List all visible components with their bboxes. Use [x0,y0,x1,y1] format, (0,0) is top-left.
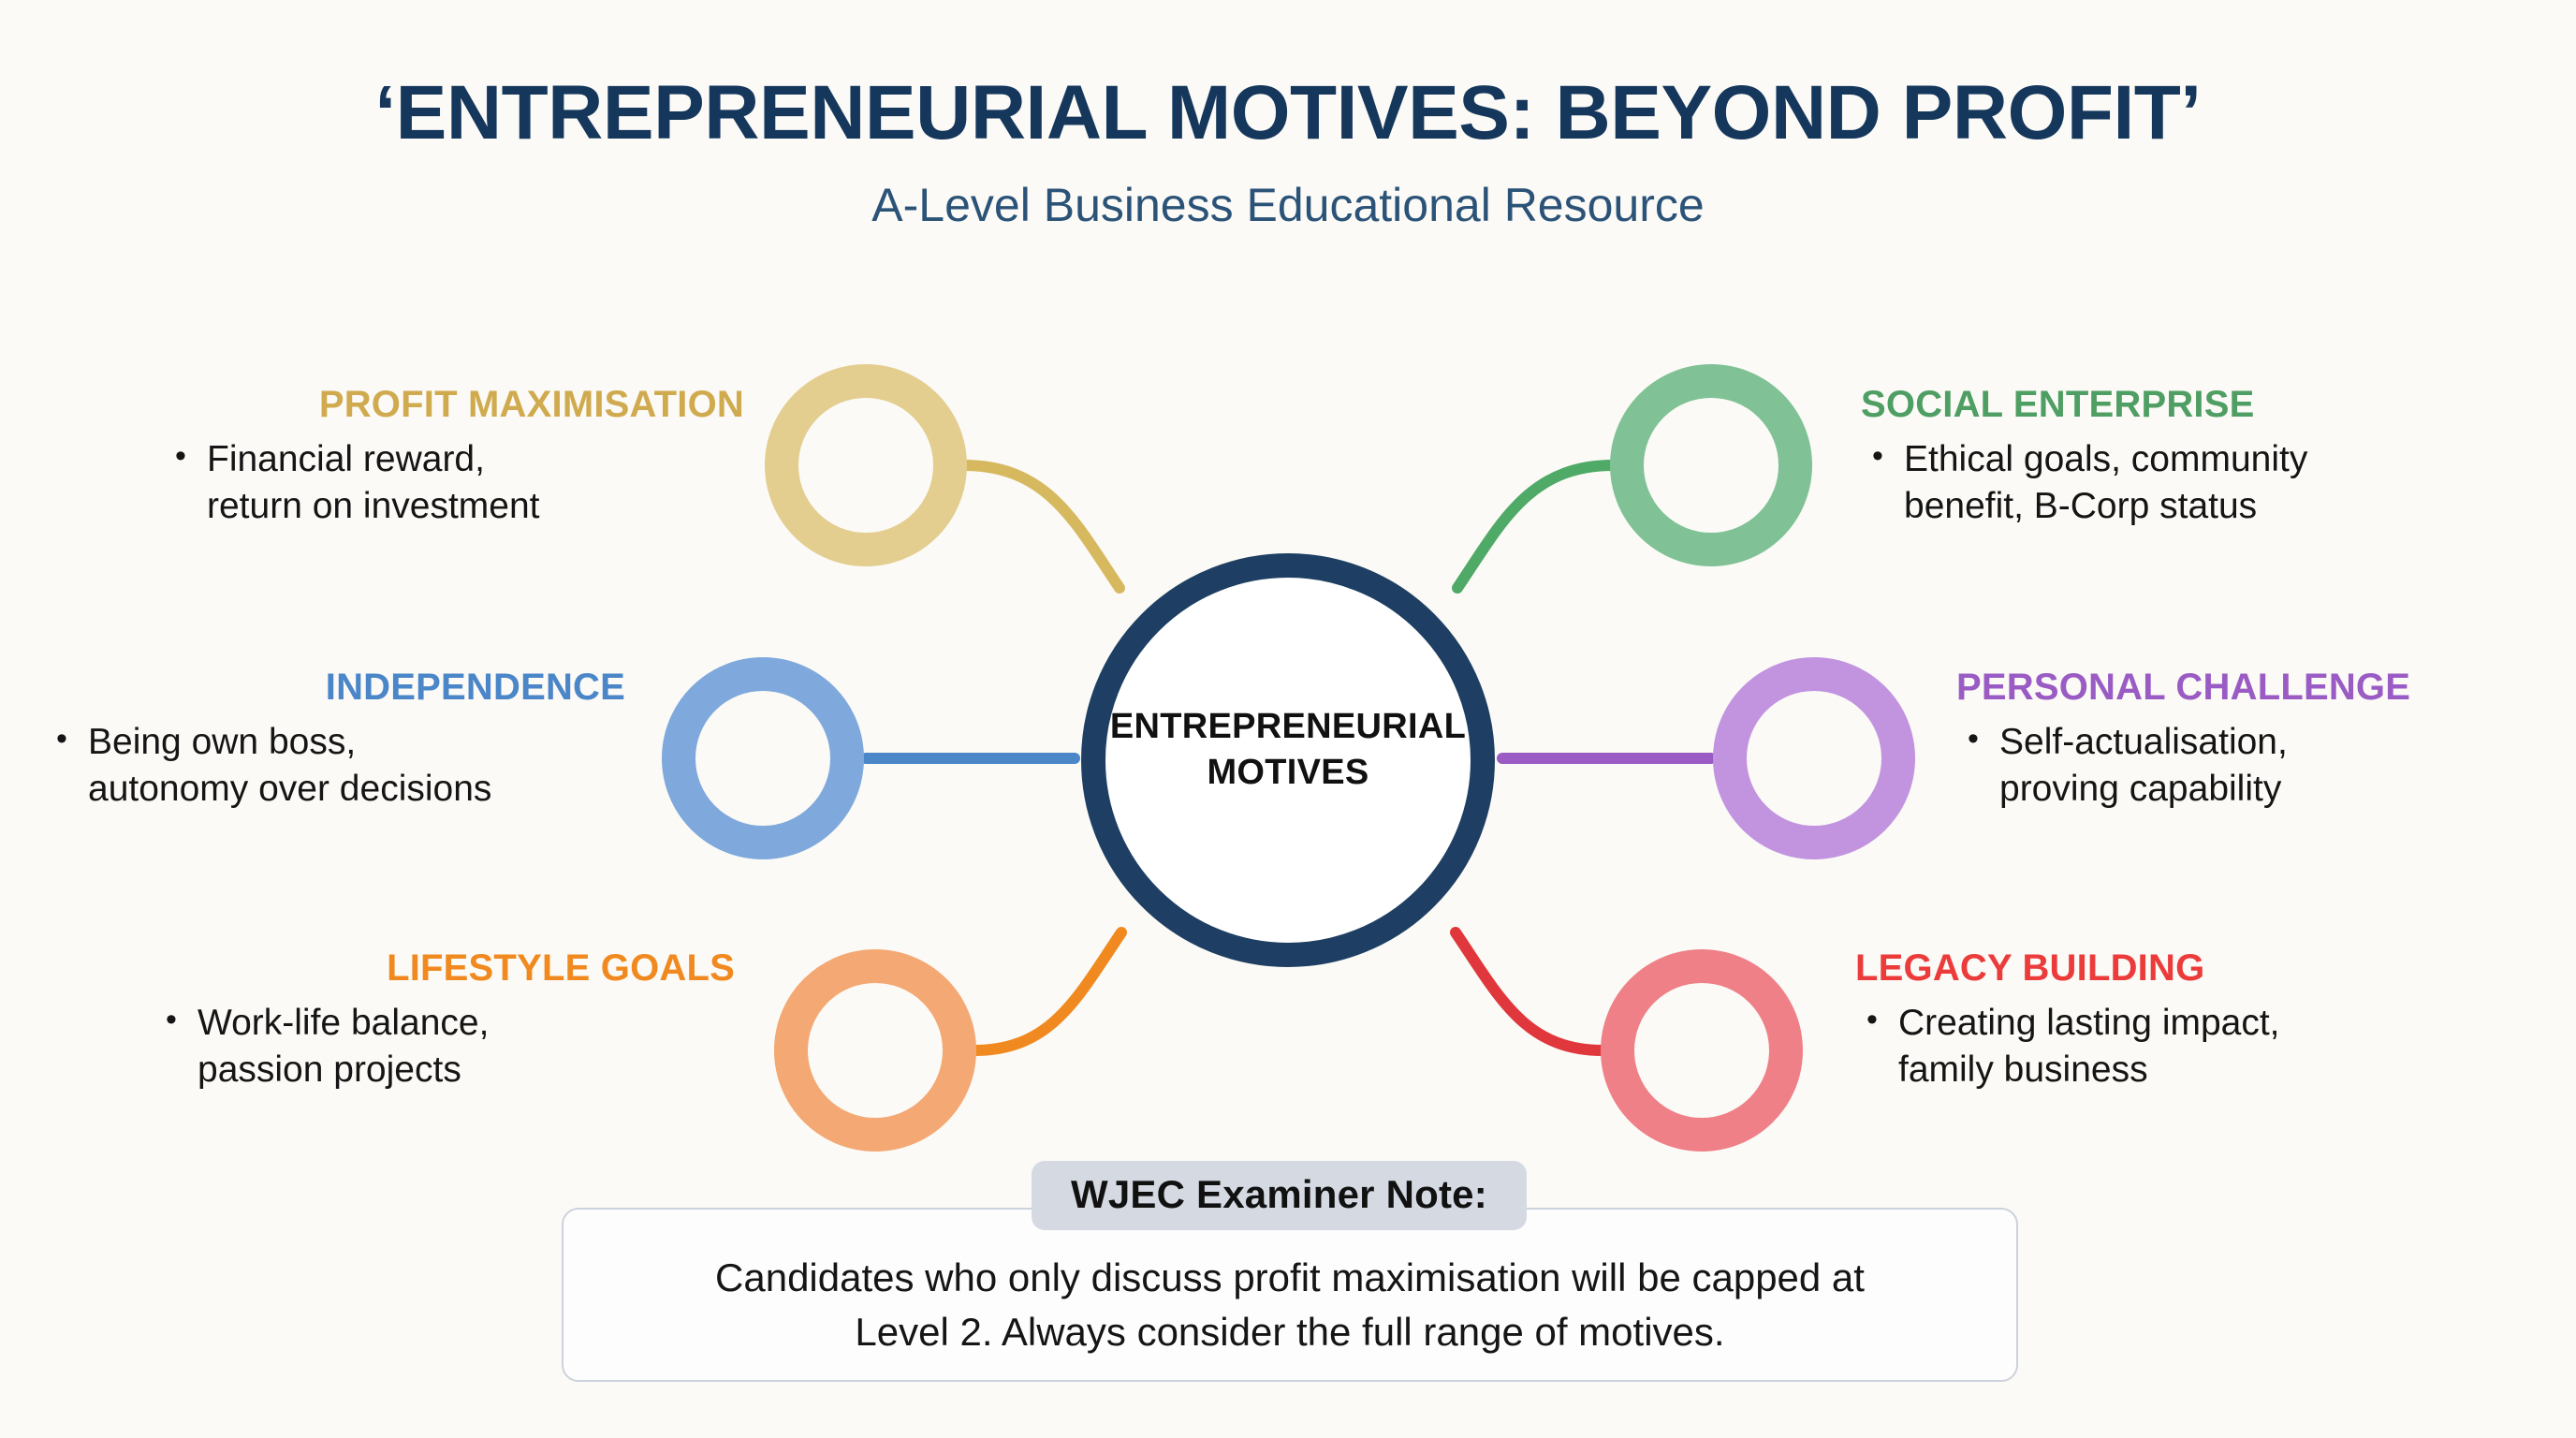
node-independence[interactable]: INDEPENDENCE • Being own boss, autonomy … [45,667,625,813]
ring-independence[interactable] [662,657,864,859]
node-desc-line1: Being own boss, [88,722,357,762]
node-title-independence: INDEPENDENCE [325,667,625,708]
node-desc-line2: proving capability [1999,768,2282,809]
examiner-note-line2: Level 2. Always consider the full range … [855,1310,1725,1354]
node-desc-profit-maximisation: • Financial reward, return on investment [164,436,744,530]
node-desc-line2: passion projects [198,1049,461,1090]
hub-label: ENTREPRENEURIAL MOTIVES [1091,704,1485,795]
examiner-note-badge: WJEC Examiner Note: [1032,1161,1527,1230]
examiner-note-box: Candidates who only discuss profit maxim… [562,1208,2018,1382]
bullet-icon: • [56,721,67,756]
header: ‘ENTREPRENEURIAL MOTIVES: BEYOND PROFIT’… [0,70,2576,232]
node-desc-lifestyle-goals: • Work-life balance, passion projects [154,1000,735,1093]
node-desc-line1: Self-actualisation, [1999,722,2288,762]
node-desc-social-enterprise: • Ethical goals, community benefit, B-Co… [1861,436,2441,530]
node-desc-line2: family business [1898,1049,2148,1090]
node-profit-maximisation[interactable]: PROFIT MAXIMISATION • Financial reward, … [164,384,744,530]
node-title-profit-maximisation: PROFIT MAXIMISATION [318,384,744,425]
node-desc-personal-challenge: • Self-actualisation, proving capability [1956,719,2537,813]
node-desc-line2: autonomy over decisions [88,768,492,809]
node-desc-line1: Ethical goals, community [1904,439,2308,479]
bullet-icon: • [166,1002,177,1037]
bullet-icon: • [1968,721,1979,756]
hub-label-line1: ENTREPRENEURIAL [1109,707,1467,746]
node-title-social-enterprise: SOCIAL ENTERPRISE [1861,384,2255,425]
connector-social-enterprise [1452,460,1618,594]
node-desc-line2: return on investment [207,485,540,526]
bullet-icon: • [1866,1002,1878,1037]
hub-label-line2: MOTIVES [1207,752,1369,792]
node-social-enterprise[interactable]: SOCIAL ENTERPRISE • Ethical goals, commu… [1861,384,2441,530]
page-subtitle: A-Level Business Educational Resource [871,179,1705,232]
examiner-note-body: Candidates who only discuss profit maxim… [659,1230,1921,1359]
connector-lifestyle-goals [969,927,1127,1056]
node-desc-line2: benefit, B-Corp status [1904,485,2258,526]
node-personal-challenge[interactable]: PERSONAL CHALLENGE • Self-actualisation,… [1956,667,2537,813]
ring-personal-challenge[interactable] [1713,657,1915,859]
node-lifestyle-goals[interactable]: LIFESTYLE GOALS • Work-life balance, pas… [154,947,735,1093]
node-desc-line1: Financial reward, [207,439,485,479]
node-desc-line1: Creating lasting impact, [1898,1003,2280,1043]
connector-legacy-building [1450,927,1608,1056]
ring-legacy-building[interactable] [1601,949,1803,1152]
bullet-icon: • [1872,438,1883,474]
node-legacy-building[interactable]: LEGACY BUILDING • Creating lasting impac… [1855,947,2436,1093]
examiner-note-line1: Candidates who only discuss profit maxim… [715,1255,1865,1300]
node-desc-legacy-building: • Creating lasting impact, family busine… [1855,1000,2436,1093]
page-title: ‘ENTREPRENEURIAL MOTIVES: BEYOND PROFIT’ [374,70,2202,155]
bullet-icon: • [175,438,186,474]
node-title-lifestyle-goals: LIFESTYLE GOALS [387,947,735,989]
node-title-personal-challenge: PERSONAL CHALLENGE [1956,667,2411,708]
hub-ring[interactable] [1081,553,1495,967]
node-desc-independence: • Being own boss, autonomy over decision… [45,719,625,813]
node-title-legacy-building: LEGACY BUILDING [1855,947,2205,989]
node-desc-line1: Work-life balance, [198,1003,490,1043]
ring-profit-maximisation[interactable] [765,364,967,566]
connector-profit-maximisation [959,460,1125,594]
ring-lifestyle-goals[interactable] [774,949,976,1152]
ring-social-enterprise[interactable] [1610,364,1812,566]
